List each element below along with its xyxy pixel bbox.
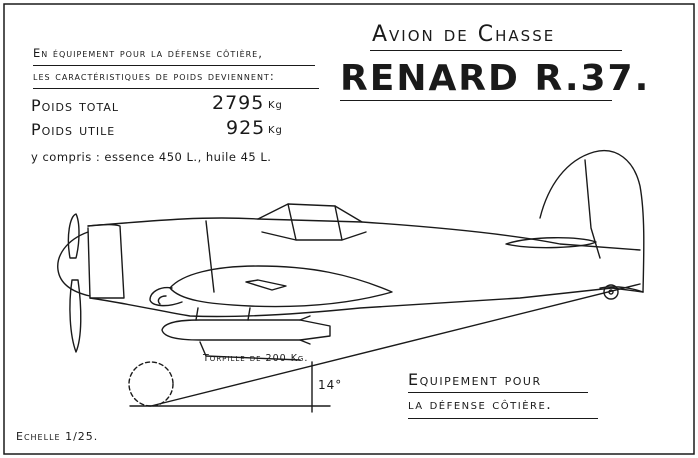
aircraft-name: RENARD R.37. [340,58,651,99]
equipment-line-2: la défense côtière. [408,397,553,413]
torpedo-label: Torpille de 200 Kg. [203,353,309,364]
fuselage-top [87,217,641,251]
useful-weight-value: 925 [226,117,266,139]
spinner [57,231,91,297]
intro-line-1: En équipement pour la défense côtière, [33,46,263,60]
scale-note: Echelle 1/25. [16,430,99,443]
wing-fairing [169,265,393,308]
total-weight-value: 2795 [212,92,265,114]
tail-wheel [603,284,619,300]
ground-slope-line [150,283,641,407]
total-weight-label: Poids total [31,96,119,115]
tail-fin [539,150,645,293]
equipment-underline-1 [408,392,588,393]
includes-note: y compris : essence 450 L., huile 45 L. [31,150,272,164]
intro-underline-1 [33,65,315,66]
torpedo-pylon [195,307,251,321]
angle-label: 14° [318,378,343,392]
aircraft-name-underline [340,100,612,101]
tail-underside [599,286,644,293]
torpedo-fins [299,315,311,345]
torpedo-label-leader [199,341,301,361]
cowling-seam [205,220,215,293]
main-wheel [128,361,174,407]
canopy-frame-right [334,205,343,241]
wing-panel [245,279,287,291]
air-intake-inner [157,295,167,305]
torpedo [161,319,331,341]
engine-cowling [87,223,125,299]
propeller-blade-upper [67,213,80,259]
equipment-underline-2 [408,418,598,419]
sheet-border [3,3,695,455]
fuselage-bottom [89,287,644,318]
page-title: Avion de Chasse [372,22,556,47]
equipment-line-1: Equipement pour [408,370,542,389]
propeller-blade-lower [69,279,82,353]
title-underline [370,50,622,51]
air-intake [149,286,183,307]
total-weight-unit: Kg [268,100,283,111]
canopy-lower-line [261,231,367,241]
spinner-hub [87,227,91,299]
cockpit-canopy [257,203,363,223]
rudder-hinge [584,159,601,259]
canopy-frame-left [287,203,297,241]
useful-weight-unit: Kg [268,125,283,136]
intro-underline-2 [33,88,319,89]
useful-weight-label: Poids utile [31,120,116,139]
intro-line-2: les caractéristiques de poids deviennent… [33,69,275,83]
